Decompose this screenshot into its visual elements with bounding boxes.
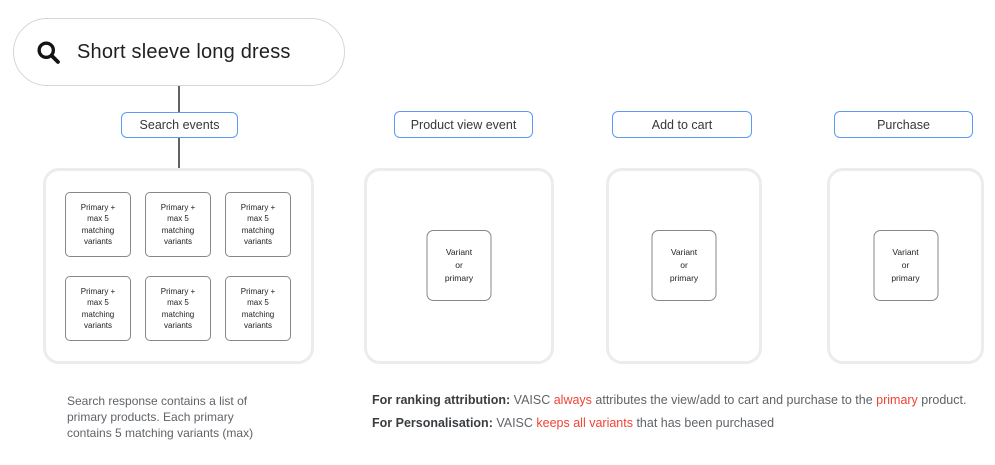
add-to-cart-container: Variant or primary [606,168,762,364]
search-results-grid: Primary + max 5 matching variants Primar… [65,192,291,341]
ranking-note-label: For ranking attribution: [372,393,511,407]
search-result-card: Primary + max 5 matching variants [65,276,131,341]
search-result-card: Primary + max 5 matching variants [65,192,131,257]
search-events-container: Primary + max 5 matching variants Primar… [43,168,314,364]
search-result-card: Primary + max 5 matching variants [225,276,291,341]
variant-or-primary-card: Variant or primary [873,230,938,301]
search-response-note: Search response contains a list of prima… [67,394,254,440]
product-view-container: Variant or primary [364,168,554,364]
personalisation-note-text: that has been purchased [632,416,775,430]
personalisation-note-highlight: keeps all variants [536,416,633,430]
ranking-note-highlight: primary [876,393,918,407]
ranking-note-text: VAISC [510,393,554,407]
connector-line-top [178,86,180,112]
personalisation-note-label: For Personalisation: [372,416,493,430]
search-query-text: Short sleeve long dress [77,40,291,63]
ranking-note-text: attributes the view/add to cart and purc… [591,393,877,407]
ranking-note-highlight: always [553,393,592,407]
search-result-card: Primary + max 5 matching variants [145,192,211,257]
variant-or-primary-card: Variant or primary [651,230,717,301]
connector-line-bottom [178,138,180,168]
event-label-add-to-cart: Add to cart [612,111,752,138]
variant-or-primary-card: Variant or primary [426,230,492,301]
search-result-card: Primary + max 5 matching variants [145,276,211,341]
event-label-search-events: Search events [121,112,238,138]
personalisation-note-text: VAISC [492,416,537,430]
ranking-note-text: product. [917,393,967,407]
personalisation-note: For Personalisation: VAISC keeps all var… [372,416,774,430]
purchase-container: Variant or primary [827,168,984,364]
ranking-attribution-note: For ranking attribution: VAISC always at… [372,393,966,407]
search-result-card: Primary + max 5 matching variants [225,192,291,257]
search-icon [35,39,62,66]
search-bar: Short sleeve long dress [13,18,345,86]
event-label-purchase: Purchase [834,111,973,138]
event-label-product-view: Product view event [394,111,533,138]
